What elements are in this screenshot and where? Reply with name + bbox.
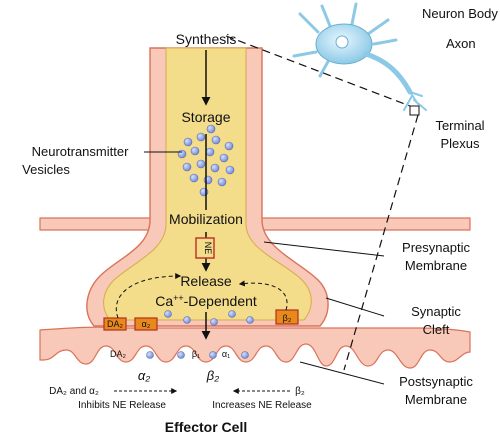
postsynaptic-membrane-shape	[39, 326, 471, 369]
increase-label-line1: β₂	[295, 386, 305, 397]
presynaptic-leader	[263, 241, 385, 257]
postsynaptic-leader	[299, 361, 385, 385]
alpha2-center-label: α₂	[138, 368, 150, 383]
neuron-illustration	[292, 2, 427, 116]
release-label: Release	[180, 273, 232, 289]
presynaptic-label-line1: Presynaptic	[402, 240, 470, 255]
neuron-body-label: Neuron Body	[422, 6, 498, 21]
ca-dependent-label: Ca++-Dependent	[155, 293, 257, 309]
synaptic-cleft-leader	[325, 297, 385, 317]
synthesis-label: Synthesis	[176, 31, 237, 47]
storage-label: Storage	[181, 109, 230, 125]
postsynaptic-receptor-beta1: β₁	[192, 349, 200, 359]
postsynaptic-label-line1: Postsynaptic	[399, 374, 473, 389]
released-vesicles	[146, 310, 254, 359]
effector-cell-label: Effector Cell	[165, 419, 247, 435]
vesicles-label-line2: Vesicles	[22, 162, 70, 177]
synaptic-cleft-label-line1: Synaptic	[411, 304, 461, 319]
mobilization-label: Mobilization	[169, 211, 243, 227]
feedback-arrow-left	[115, 273, 182, 319]
presynaptic-receptor-beta2: β₂	[275, 309, 299, 325]
terminal-plexus-label-line1: Terminal	[435, 118, 484, 133]
presynaptic-receptor-da2: DA₂	[103, 317, 127, 331]
svg-text:β₂: β₂	[283, 313, 292, 323]
svg-text:DA₂: DA₂	[107, 319, 124, 329]
presynaptic-receptor-alpha2: α₂	[134, 317, 158, 331]
synaptic-cleft-label-line2: Cleft	[423, 322, 450, 337]
postsynaptic-receptor-da2: DA₂	[110, 349, 127, 359]
postsynaptic-receptor-alpha1: α₁	[222, 349, 230, 359]
zoom-line-bottom	[343, 114, 419, 371]
svg-text:NE: NE	[203, 242, 213, 255]
inhibition-label-line1: DA₂ and α₂	[49, 386, 99, 397]
ne-box: NE	[195, 237, 215, 259]
beta2-center-label: β₂	[206, 368, 219, 383]
svg-text:α₂: α₂	[142, 319, 151, 329]
inhibition-label-line2: Inhibits NE Release	[78, 400, 166, 411]
presynaptic-label-line2: Membrane	[405, 258, 467, 273]
increase-label-line2: Increases NE Release	[212, 400, 312, 411]
axon-label: Axon	[446, 36, 476, 51]
zoom-line-top	[225, 35, 411, 107]
postsynaptic-label-line2: Membrane	[405, 392, 467, 407]
terminal-plexus-label-line2: Plexus	[440, 136, 480, 151]
vesicles-label-line1: Neurotransmitter	[32, 144, 129, 159]
